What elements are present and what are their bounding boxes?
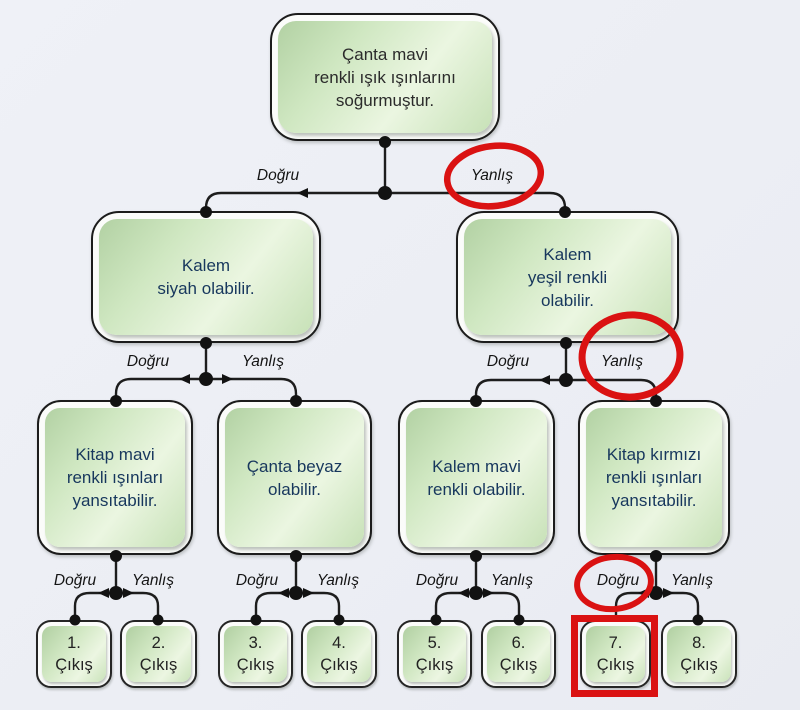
- node-level3-2-text: Çanta beyaz olabilir.: [246, 456, 343, 499]
- node-level2-left-surface: Kalem siyah olabilir.: [99, 219, 313, 335]
- branch-label-yanlis-l3-4: Yanlış: [671, 572, 713, 589]
- node-root-surface: Çanta mavi renkli ışık ışınlarını soğurm…: [278, 21, 492, 133]
- exit-box-6-surface: 6. Çıkış: [487, 626, 550, 682]
- exit-box-2: 2. Çıkış: [120, 620, 197, 688]
- node-level3-2: Çanta beyaz olabilir.: [217, 400, 372, 555]
- exit-box-4: 4. Çıkış: [301, 620, 377, 688]
- node-level3-2-surface: Çanta beyaz olabilir.: [225, 408, 364, 547]
- branch-label-yanlis-l2-left: Yanlış: [242, 353, 284, 370]
- node-level3-3-surface: Kalem mavi renkli olabilir.: [406, 408, 547, 547]
- exit-box-3-text: 3. Çıkış: [236, 634, 275, 674]
- branch-label-yanlis-l3-1: Yanlış: [132, 572, 174, 589]
- node-root: Çanta mavi renkli ışık ışınlarını soğurm…: [270, 13, 500, 141]
- exit-box-3: 3. Çıkış: [218, 620, 293, 688]
- exit-box-7-text: 7. Çıkış: [596, 634, 635, 674]
- node-level3-1-text: Kitap mavi renkli ışınları yansıtabilir.: [66, 445, 164, 510]
- branch-label-dogru-l3-2: Doğru: [235, 572, 279, 589]
- exit-box-3-surface: 3. Çıkış: [224, 626, 287, 682]
- node-level2-left: Kalem siyah olabilir.: [91, 211, 321, 343]
- exit-box-8-text: 8. Çıkış: [680, 634, 718, 674]
- exit-box-1-text: 1. Çıkış: [55, 634, 93, 674]
- exit-box-7: 7. Çıkış: [580, 620, 651, 688]
- branch-label-yanlis-root: Yanlış: [471, 167, 513, 184]
- node-level2-left-text: Kalem siyah olabilir.: [157, 256, 255, 298]
- exit-box-2-text: 2. Çıkış: [139, 634, 178, 674]
- branch-label-dogru-root: Doğru: [256, 167, 300, 184]
- node-level3-1: Kitap mavi renkli ışınları yansıtabilir.: [37, 400, 193, 555]
- exit-box-7-surface: 7. Çıkış: [586, 626, 645, 682]
- branch-label-dogru-l3-1: Doğru: [53, 572, 97, 589]
- node-level3-3-text: Kalem mavi renkli olabilir.: [427, 456, 526, 499]
- node-root-text: Çanta mavi renkli ışık ışınlarını soğurm…: [314, 44, 456, 110]
- branch-label-dogru-l3-4: Doğru: [596, 572, 640, 589]
- branch-label-dogru-l2-left: Doğru: [126, 353, 170, 370]
- node-level3-1-surface: Kitap mavi renkli ışınları yansıtabilir.: [45, 408, 185, 547]
- node-level2-right: Kalem yeşil renkli olabilir.: [456, 211, 679, 343]
- exit-box-5-text: 5. Çıkış: [415, 634, 454, 674]
- node-level3-4-surface: Kitap kırmızı renkli ışınları yansıtabil…: [586, 408, 722, 547]
- node-level3-4-text: Kitap kırmızı renkli ışınları yansıtabil…: [605, 445, 703, 510]
- branch-label-dogru-l3-3: Doğru: [415, 572, 459, 589]
- exit-box-5-surface: 5. Çıkış: [403, 626, 466, 682]
- node-level3-4: Kitap kırmızı renkli ışınları yansıtabil…: [578, 400, 730, 555]
- exit-box-6-text: 6. Çıkış: [499, 634, 538, 674]
- exit-box-4-text: 4. Çıkış: [320, 634, 358, 674]
- exit-box-5: 5. Çıkış: [397, 620, 472, 688]
- branch-label-dogru-l2-right: Doğru: [486, 353, 530, 370]
- node-level2-right-text: Kalem yeşil renkli olabilir.: [527, 244, 608, 310]
- node-level2-right-surface: Kalem yeşil renkli olabilir.: [464, 219, 671, 335]
- exit-box-6: 6. Çıkış: [481, 620, 556, 688]
- exit-box-8-surface: 8. Çıkış: [667, 626, 731, 682]
- exit-box-1: 1. Çıkış: [36, 620, 112, 688]
- node-level3-3: Kalem mavi renkli olabilir.: [398, 400, 555, 555]
- branch-label-yanlis-l3-3: Yanlış: [491, 572, 533, 589]
- exit-box-2-surface: 2. Çıkış: [126, 626, 191, 682]
- branch-label-yanlis-l2-right: Yanlış: [601, 353, 643, 370]
- exit-box-8: 8. Çıkış: [661, 620, 737, 688]
- branch-label-yanlis-l3-2: Yanlış: [317, 572, 359, 589]
- exit-box-1-surface: 1. Çıkış: [42, 626, 106, 682]
- exit-box-4-surface: 4. Çıkış: [307, 626, 371, 682]
